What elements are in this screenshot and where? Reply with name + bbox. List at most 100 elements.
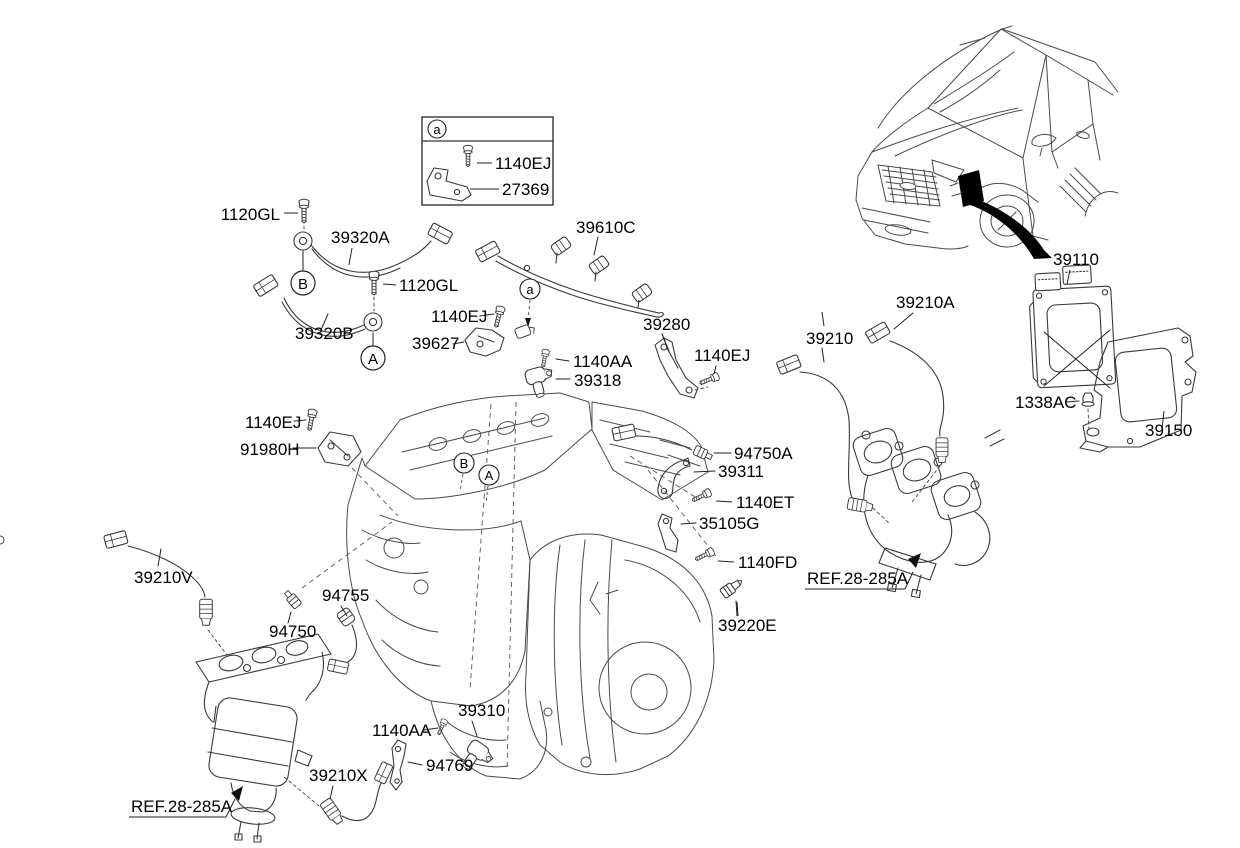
label-39310: 39310 [458, 701, 505, 720]
sensor-94755 [326, 605, 358, 675]
bolt-1140ej-1 [491, 304, 507, 329]
bracket-27369 [426, 167, 472, 202]
connector-94755 [326, 658, 350, 675]
label-1140ej-1: 1140EJ [431, 307, 487, 326]
bracket-35105g [657, 513, 697, 553]
label-1140aa-1: 1140AA [573, 352, 633, 371]
connector-39210 [775, 353, 802, 376]
connector-94750a [611, 423, 637, 442]
callout-knock-a-label: A [368, 351, 378, 368]
o2-sensor-39210 [775, 347, 891, 525]
o2-sensor-39210x [282, 760, 394, 827]
label-27369: 27369 [502, 180, 549, 199]
callout-engine-a-label: A [485, 468, 494, 483]
label-94769: 94769 [426, 756, 473, 775]
bracket-94769 [389, 739, 423, 791]
ref-left [129, 786, 243, 818]
part-labels: 1120GL 39320A 39610C 1120GL 39320B 1140E… [131, 205, 1192, 816]
label-39210v: 39210V [134, 568, 193, 587]
o2-body-39210x [319, 797, 346, 827]
bolt-1120gl-1 [298, 198, 310, 224]
o2-body-39210a [935, 437, 949, 463]
label-1140fd: 1140FD [738, 553, 797, 572]
sensor-94750a [611, 423, 732, 461]
label-ref-left: REF.28-285A [131, 797, 233, 816]
label-1338ac: 1338AC [1015, 393, 1076, 412]
ecu-bracket-39150 [1043, 327, 1197, 453]
o2-sensor-39210v [103, 529, 228, 656]
label-39110: 39110 [1053, 250, 1099, 269]
callout-inset-a-label: a [433, 122, 441, 137]
connector-39610c [474, 240, 502, 264]
label-94750a: 94750A [734, 444, 793, 463]
label-39210x: 39210X [309, 766, 368, 785]
bracket-91980h [292, 408, 362, 467]
location-arrow [949, 170, 1052, 259]
nut-1338ac [1065, 392, 1095, 431]
o2-body-39210v [199, 598, 213, 626]
label-1140aa-2: 1140AA [372, 721, 432, 740]
label-39210a: 39210A [896, 293, 955, 312]
bracket-39627 [464, 327, 505, 357]
label-39210: 39210 [806, 329, 853, 348]
sensor-39310 [423, 717, 497, 779]
inset-box: a 1140EJ 27369 [421, 116, 554, 206]
bolt-1140et [690, 487, 733, 505]
label-39320b: 39320B [295, 324, 354, 343]
label-35105g: 35105G [699, 514, 760, 533]
callout-harness-a-label: a [526, 282, 534, 297]
label-1140ej-inset: 1140EJ [495, 154, 551, 173]
sensor-39220e [719, 580, 743, 617]
label-94755: 94755 [322, 586, 369, 605]
bolt-1140aa-1 [538, 348, 551, 369]
bolt-1140ej-2 [697, 371, 721, 388]
engine-illustration [0, 392, 715, 780]
label-39311: 39311 [718, 462, 764, 481]
label-leader-lines [284, 212, 1165, 617]
callout-harness-a: a [519, 278, 541, 327]
label-94750: 94750 [269, 622, 316, 641]
callout-knock-b: B [290, 270, 316, 296]
connector-39320b [252, 273, 280, 298]
label-ref-right: REF.28-285A [807, 569, 909, 588]
label-1140ej-2: 1140EJ [694, 346, 750, 365]
label-1120gl-2: 1120GL [399, 276, 458, 295]
o2-body-39210 [846, 496, 874, 514]
bolt-1140fd [693, 546, 735, 564]
knock-sensor-39320b [252, 270, 383, 346]
callout-knock-b-label: B [298, 276, 308, 293]
sensor-94750 [284, 590, 302, 624]
label-1140ej-3: 1140EJ [245, 413, 301, 432]
cam-sensor-cluster [452, 304, 571, 401]
ecu-39110 [1029, 264, 1117, 389]
label-39627: 39627 [412, 334, 459, 353]
bolt-1140ej-3 [304, 408, 319, 432]
connector-39210v [103, 529, 129, 550]
callout-engine-b-label: B [460, 456, 469, 471]
label-39150: 39150 [1145, 421, 1192, 440]
label-39280: 39280 [643, 315, 690, 334]
vehicle-illustration [855, 25, 1119, 250]
sensor-39318 [523, 363, 559, 401]
connector-39210a [864, 320, 892, 345]
callout-engine-b: B [453, 452, 475, 493]
label-1120gl-1: 1120GL [221, 205, 280, 224]
label-91980h: 91980H [240, 440, 300, 459]
bracket-39280 [654, 333, 721, 399]
ignition-harness-39610c [474, 236, 664, 318]
label-39610c: 39610C [576, 218, 636, 237]
label-39318: 39318 [574, 371, 621, 390]
bracket-39311 [657, 457, 716, 500]
callout-knock-a: A [360, 345, 386, 371]
callout-engine-a: A [478, 464, 500, 504]
label-39220e: 39220E [718, 616, 777, 635]
callout-inset-a: a [427, 119, 447, 139]
label-39320a: 39320A [331, 228, 390, 247]
ref-right [805, 553, 921, 590]
o2-sensor-39210a [864, 312, 949, 503]
label-1140et: 1140ET [736, 493, 794, 512]
construction-lines [301, 401, 717, 771]
left-exhaust-manifold [195, 633, 332, 843]
knock-sensor-39320a [293, 198, 454, 278]
